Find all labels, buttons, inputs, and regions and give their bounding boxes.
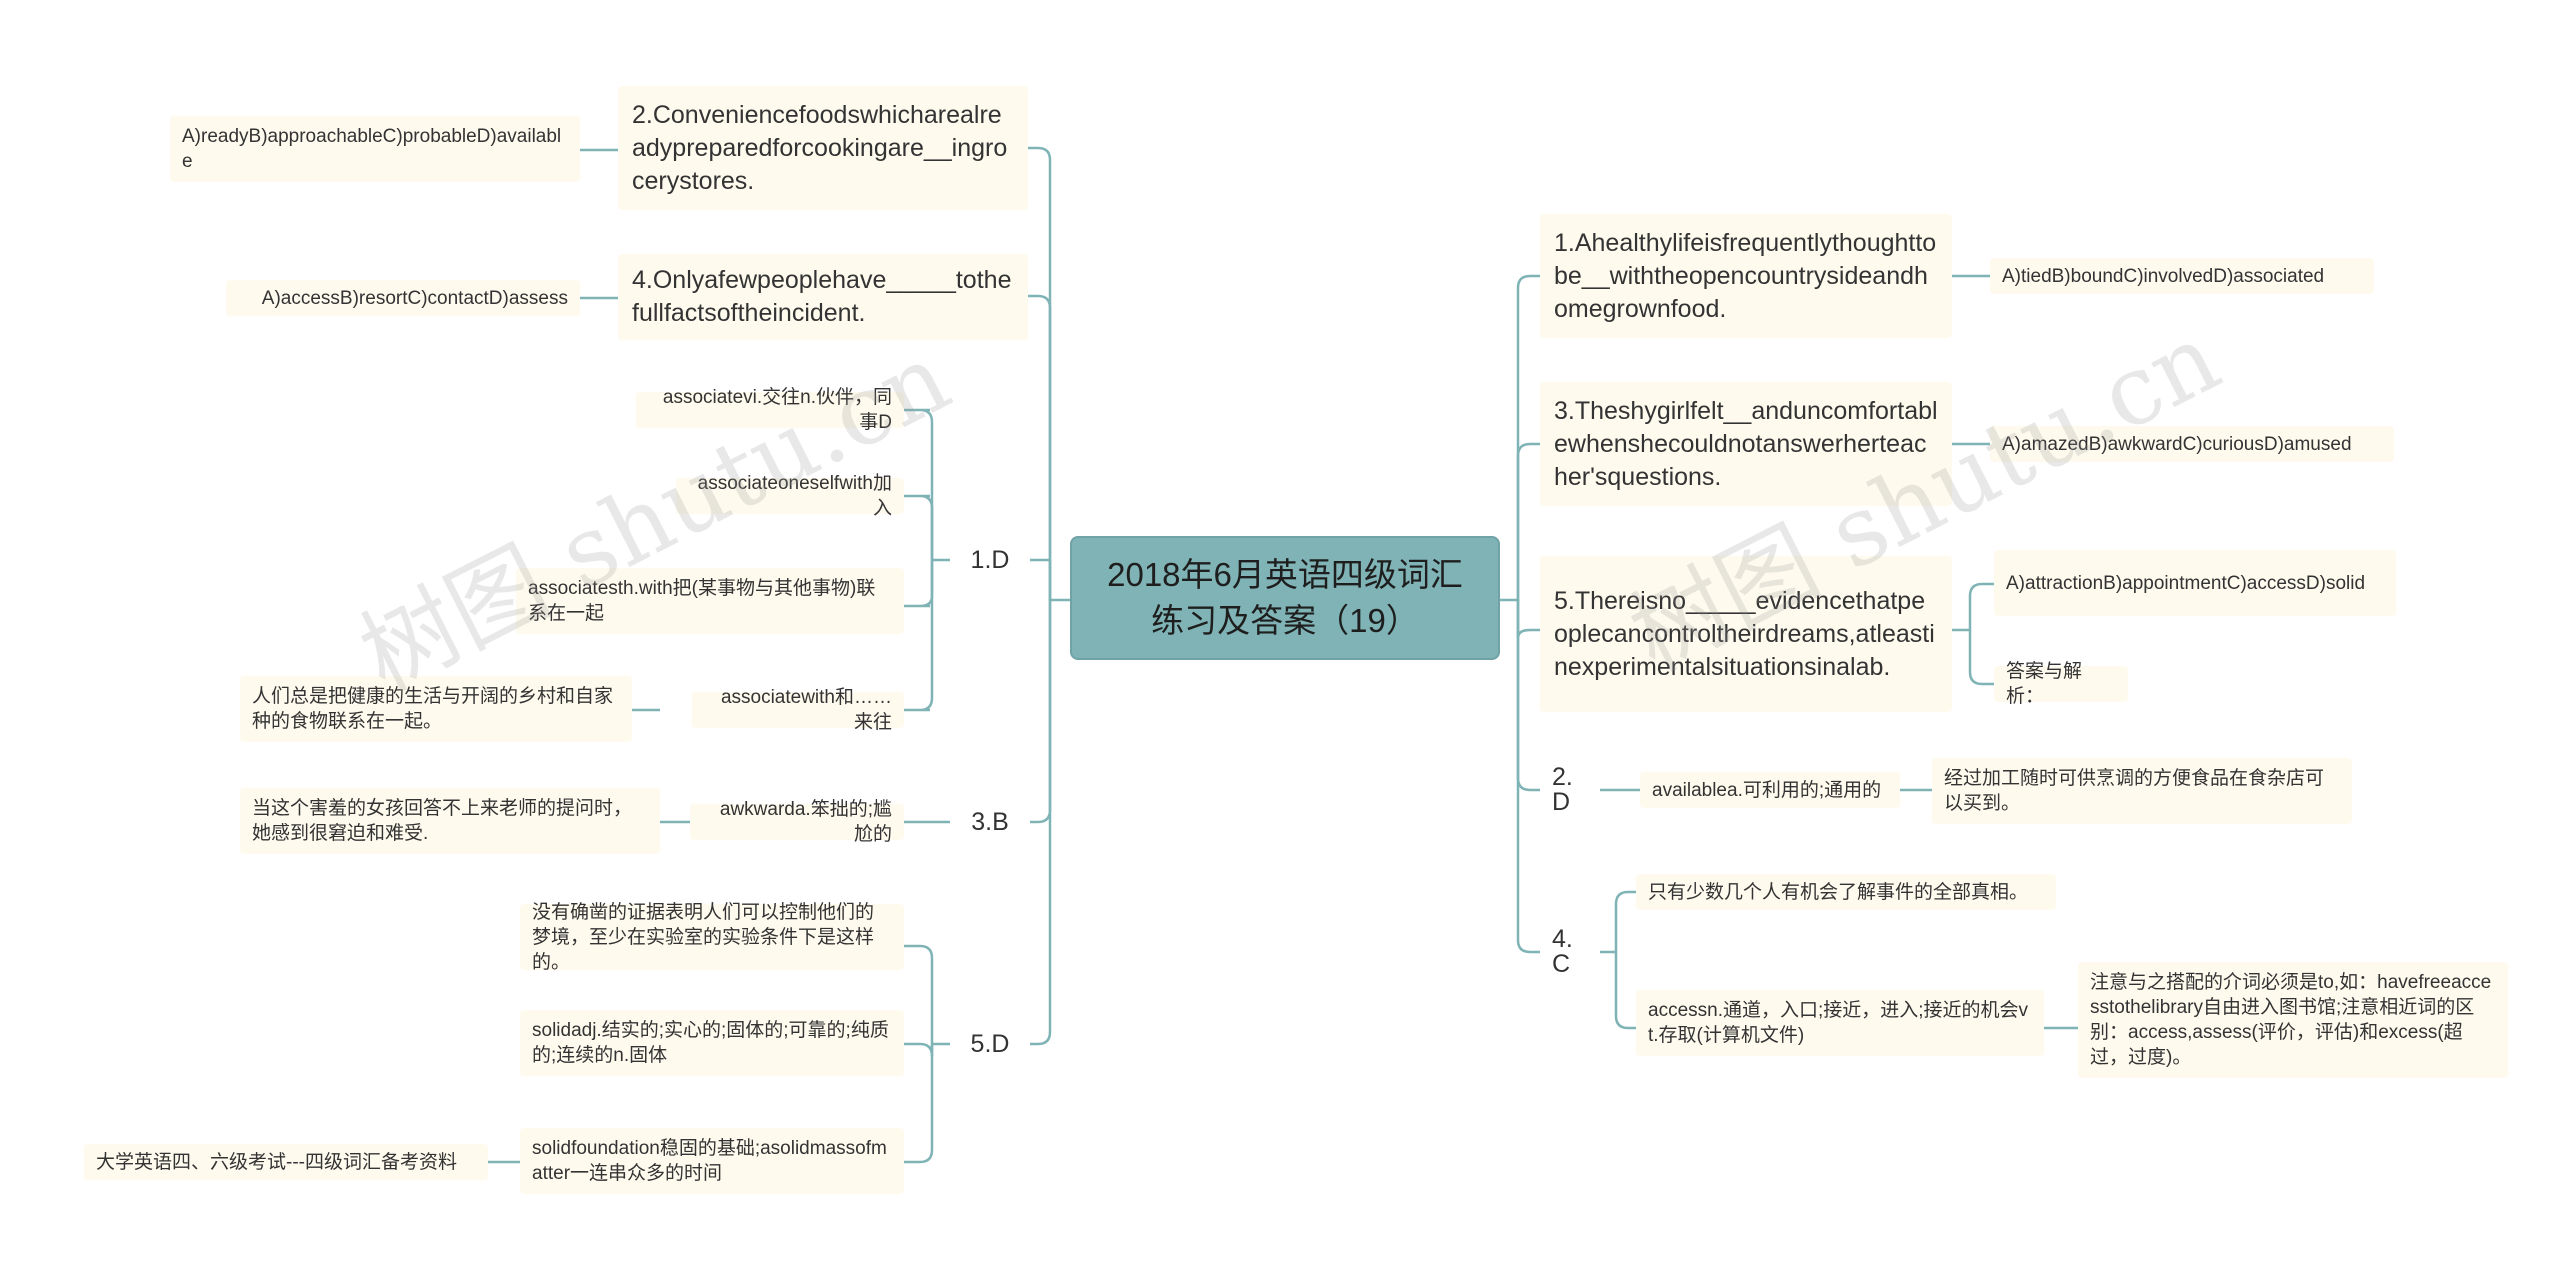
answer-5-label: 5.D xyxy=(970,1029,1010,1058)
answer-5-source-text: 大学英语四、六级考试---四级词汇备考资料 xyxy=(96,1151,457,1173)
answer-1-translation-text: 人们总是把健康的生活与开阔的乡村和自家种的食物联系在一起。 xyxy=(252,686,614,732)
answer-1-item-3[interactable]: associatesth.with把(某事物与其他事物)联系在一起 xyxy=(516,568,904,634)
answer-2-label: 2.D xyxy=(1552,763,1573,816)
answer-5-node[interactable]: 5.D xyxy=(950,1020,1030,1068)
question-3-text: 3.Theshygirlfelt__anduncomfortablewhensh… xyxy=(1554,396,1938,491)
answer-1-node[interactable]: 1.D xyxy=(950,536,1030,584)
answer-5-item-1[interactable]: 没有确凿的证据表明人们可以控制他们的梦境，至少在实验室的实验条件下是这样的。 xyxy=(520,902,904,973)
answer-3-translation-text: 当这个害羞的女孩回答不上来老师的提问时，她感到很窘迫和难受. xyxy=(252,798,633,844)
question-3-options-node[interactable]: A)amazedB)awkwardC)curiousD)amused xyxy=(1990,426,2394,462)
answer-4-node[interactable]: 4.C xyxy=(1540,925,1600,978)
question-1-text: 1.Ahealthylifeisfrequentlythoughttobe__w… xyxy=(1554,228,1937,323)
answer-2-node[interactable]: 2.D xyxy=(1540,763,1600,816)
question-5-analysis-node[interactable]: 答案与解析： xyxy=(1994,661,2128,707)
answer-1-label: 1.D xyxy=(970,545,1010,574)
question-5-analysis-text: 答案与解析： xyxy=(2006,661,2083,707)
answer-3-item[interactable]: awkwarda.笨拙的;尴尬的 xyxy=(690,799,904,845)
answer-3-translation[interactable]: 当这个害羞的女孩回答不上来老师的提问时，她感到很窘迫和难受. xyxy=(240,788,660,854)
answer-2-translation-text: 经过加工随时可供烹调的方便食品在食杂店可以买到。 xyxy=(1944,768,2325,814)
answer-2-item[interactable]: availablea.可利用的;通用的 xyxy=(1640,772,1900,808)
answer-1-translation[interactable]: 人们总是把健康的生活与开阔的乡村和自家种的食物联系在一起。 xyxy=(240,676,632,742)
answer-4-label: 4.C xyxy=(1552,925,1573,978)
question-3-node[interactable]: 3.Theshygirlfelt__anduncomfortablewhensh… xyxy=(1540,382,1952,506)
root-topic-label: 2018年6月英语四级词汇练习及答案（19） xyxy=(1107,556,1463,639)
question-4-options-node[interactable]: A)accessB)resortC)contactD)assess xyxy=(226,280,580,316)
answer-5-item-2-text: solidadj.结实的;实心的;固体的;可靠的;纯质的;连续的n.固体 xyxy=(532,1020,889,1066)
answer-3-label: 3.B xyxy=(971,807,1009,836)
answer-4-note[interactable]: 注意与之搭配的介词必须是to,如：havefreeaccesstothelibr… xyxy=(2078,962,2508,1078)
answer-4-item[interactable]: accessn.通道，入口;接近，进入;接近的机会vt.存取(计算机文件) xyxy=(1636,990,2044,1056)
answer-5-item-1-text: 没有确凿的证据表明人们可以控制他们的梦境，至少在实验室的实验条件下是这样的。 xyxy=(532,901,875,973)
answer-1-item-4[interactable]: associatewith和……来往 xyxy=(692,687,904,733)
answer-1-item-2[interactable]: associateoneselfwith加入 xyxy=(676,473,904,519)
answer-5-source[interactable]: 大学英语四、六级考试---四级词汇备考资料 xyxy=(84,1144,488,1180)
question-2-text: 2.Conveniencefoodswhicharealreadyprepare… xyxy=(632,100,1008,195)
question-1-node[interactable]: 1.Ahealthylifeisfrequentlythoughttobe__w… xyxy=(1540,214,1952,338)
answer-1-item-4-text: associatewith和……来往 xyxy=(720,687,892,733)
answer-1-item-2-text: associateoneselfwith加入 xyxy=(697,473,892,519)
answer-4-item-text: accessn.通道，入口;接近，进入;接近的机会vt.存取(计算机文件) xyxy=(1648,1000,2029,1046)
answer-1-item-1-text: associatevi.交往n.伙伴，同事D xyxy=(662,387,892,433)
question-5-options-node[interactable]: A)attractionB)appointmentC)accessD)solid xyxy=(1994,550,2396,616)
question-2-node[interactable]: 2.Conveniencefoodswhicharealreadyprepare… xyxy=(618,86,1028,210)
answer-5-item-3-text: solidfoundation稳固的基础;asolidmassofmatter一… xyxy=(532,1138,887,1184)
answer-1-item-3-text: associatesth.with把(某事物与其他事物)联系在一起 xyxy=(528,578,876,624)
question-4-options-text: A)accessB)resortC)contactD)assess xyxy=(261,287,568,309)
question-2-options-text: A)readyB)approachableC)probableD)availab… xyxy=(182,126,562,172)
question-5-text: 5.Thereisno_____evidencethatpeoplecancon… xyxy=(1554,586,1935,681)
answer-4-note-text: 注意与之搭配的介词必须是to,如：havefreeaccesstothelibr… xyxy=(2090,972,2492,1068)
answer-4-translation[interactable]: 只有少数几个人有机会了解事件的全部真相。 xyxy=(1636,874,2056,910)
question-4-text: 4.Onlyafewpeoplehave_____tothefullfactso… xyxy=(632,266,1012,327)
answer-3-item-text: awkwarda.笨拙的;尴尬的 xyxy=(719,799,892,845)
question-5-options-text: A)attractionB)appointmentC)accessD)solid xyxy=(2006,572,2366,594)
question-5-node[interactable]: 5.Thereisno_____evidencethatpeoplecancon… xyxy=(1540,556,1952,712)
question-1-options-node[interactable]: A)tiedB)boundC)involvedD)associated xyxy=(1990,258,2374,294)
root-topic[interactable]: 2018年6月英语四级词汇练习及答案（19） xyxy=(1070,536,1500,660)
question-3-options-text: A)amazedB)awkwardC)curiousD)amused xyxy=(2002,433,2352,455)
question-2-options-node[interactable]: A)readyB)approachableC)probableD)availab… xyxy=(170,116,580,182)
question-1-options-text: A)tiedB)boundC)involvedD)associated xyxy=(2002,265,2325,287)
answer-5-item-2[interactable]: solidadj.结实的;实心的;固体的;可靠的;纯质的;连续的n.固体 xyxy=(520,1010,904,1076)
answer-5-item-3[interactable]: solidfoundation稳固的基础;asolidmassofmatter一… xyxy=(520,1128,904,1194)
answer-3-node[interactable]: 3.B xyxy=(950,798,1030,846)
question-4-node[interactable]: 4.Onlyafewpeoplehave_____tothefullfactso… xyxy=(618,254,1028,340)
answer-2-translation[interactable]: 经过加工随时可供烹调的方便食品在食杂店可以买到。 xyxy=(1932,758,2352,824)
answer-4-translation-text: 只有少数几个人有机会了解事件的全部真相。 xyxy=(1648,881,2029,903)
answer-1-item-1[interactable]: associatevi.交往n.伙伴，同事D xyxy=(636,387,904,433)
answer-2-item-text: availablea.可利用的;通用的 xyxy=(1652,779,1882,801)
